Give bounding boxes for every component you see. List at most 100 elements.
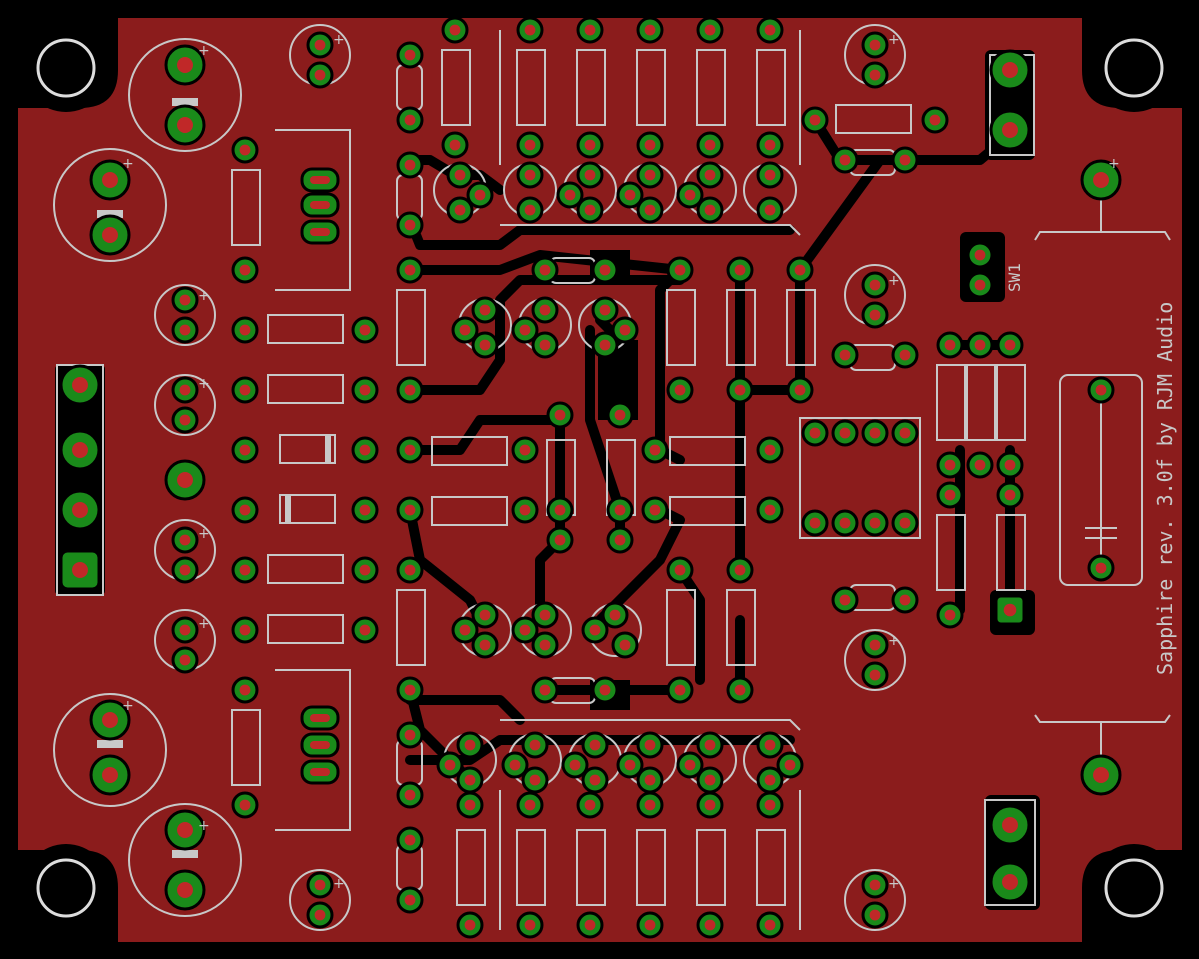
drill-hole — [589, 624, 601, 636]
drill-hole — [239, 564, 251, 576]
drill-hole — [404, 219, 416, 231]
drill-hole — [944, 339, 956, 351]
drill-hole — [239, 324, 251, 336]
drill-hole — [444, 759, 456, 771]
drill-hole — [524, 169, 536, 181]
drill-hole — [599, 304, 611, 316]
drill-hole — [674, 564, 686, 576]
drill-hole — [539, 639, 551, 651]
drill-hole — [794, 384, 806, 396]
drill-hole — [179, 294, 191, 306]
drill-hole — [974, 249, 986, 261]
drill-hole — [239, 624, 251, 636]
drill-hole — [310, 768, 330, 776]
drill-hole — [359, 384, 371, 396]
drill-hole — [359, 504, 371, 516]
drill-hole — [869, 517, 881, 529]
drill-hole — [539, 304, 551, 316]
drill-hole — [734, 264, 746, 276]
drill-hole — [310, 201, 330, 209]
drill-hole — [529, 739, 541, 751]
drill-hole — [794, 264, 806, 276]
drill-hole — [102, 172, 118, 188]
drill-hole — [899, 594, 911, 606]
drill-hole — [359, 564, 371, 576]
drill-hole — [524, 919, 536, 931]
drill-hole — [519, 504, 531, 516]
switch-label: SW1 — [1005, 263, 1024, 292]
drill-hole — [519, 324, 531, 336]
drill-hole — [764, 919, 776, 931]
drill-hole — [1002, 62, 1018, 78]
drill-hole — [177, 57, 193, 73]
drill-hole — [509, 759, 521, 771]
drill-hole — [974, 339, 986, 351]
drill-hole — [584, 24, 596, 36]
drill-hole — [239, 684, 251, 696]
drill-hole — [179, 384, 191, 396]
drill-hole — [310, 176, 330, 184]
drill-hole — [764, 169, 776, 181]
drill-hole — [644, 24, 656, 36]
drill-hole — [584, 919, 596, 931]
drill-hole — [609, 609, 621, 621]
drill-hole — [479, 609, 491, 621]
drill-hole — [869, 309, 881, 321]
drill-hole — [674, 384, 686, 396]
drill-hole — [704, 24, 716, 36]
drill-hole — [644, 774, 656, 786]
board-title: Sapphire rev. 3.0f by RJM Audio — [1153, 302, 1177, 675]
drill-hole — [404, 264, 416, 276]
drill-hole — [869, 669, 881, 681]
drill-hole — [177, 882, 193, 898]
drill-hole — [584, 139, 596, 151]
plus-mark: + — [198, 43, 210, 59]
drill-hole — [314, 909, 326, 921]
drill-hole — [684, 189, 696, 201]
drill-hole — [734, 684, 746, 696]
drill-hole — [899, 517, 911, 529]
drill-hole — [239, 384, 251, 396]
drill-hole — [239, 799, 251, 811]
drill-hole — [734, 384, 746, 396]
drill-hole — [310, 714, 330, 722]
diode-bands — [97, 98, 331, 858]
plus-mark: + — [1108, 156, 1120, 172]
drill-hole — [314, 69, 326, 81]
drill-hole — [564, 189, 576, 201]
drill-hole — [1004, 489, 1016, 501]
drill-hole — [624, 189, 636, 201]
drill-hole — [869, 427, 881, 439]
drill-hole — [524, 799, 536, 811]
drill-hole — [72, 502, 88, 518]
plus-mark: + — [888, 633, 900, 649]
drill-hole — [554, 504, 566, 516]
drill-hole — [179, 534, 191, 546]
drill-hole — [1002, 122, 1018, 138]
pads-layer — [59, 16, 1122, 939]
plus-mark: + — [122, 698, 134, 714]
drill-hole — [614, 534, 626, 546]
drill-hole — [764, 739, 776, 751]
drill-hole — [764, 204, 776, 216]
drill-hole — [539, 609, 551, 621]
drill-hole — [929, 114, 941, 126]
drill-hole — [539, 684, 551, 696]
plus-mark: + — [198, 616, 210, 632]
plus-mark: + — [122, 156, 134, 172]
drill-hole — [539, 339, 551, 351]
drill-hole — [674, 264, 686, 276]
drill-hole — [599, 339, 611, 351]
plus-mark: + — [198, 288, 210, 304]
drill-hole — [644, 739, 656, 751]
drill-hole — [72, 442, 88, 458]
drill-hole — [644, 919, 656, 931]
drill-hole — [619, 324, 631, 336]
plus-mark: + — [198, 526, 210, 542]
drill-hole — [704, 799, 716, 811]
drill-hole — [464, 919, 476, 931]
silkscreen — [53, 24, 1171, 931]
mounting-holes — [22, 24, 1178, 932]
drill-hole — [974, 279, 986, 291]
drill-hole — [839, 517, 851, 529]
